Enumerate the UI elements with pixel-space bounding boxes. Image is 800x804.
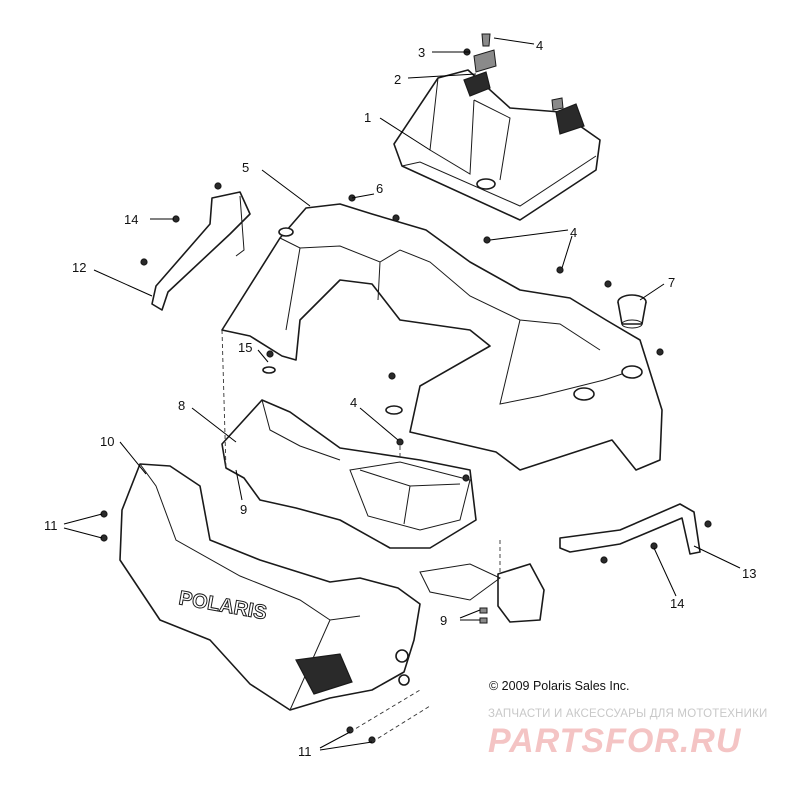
side-panel-right — [419, 563, 545, 623]
callout-12: 12 — [72, 260, 86, 275]
callout-9-left: 9 — [240, 502, 247, 517]
leader-lines — [63, 37, 741, 751]
callout-14-left: 14 — [124, 212, 138, 227]
callout-6: 6 — [376, 181, 383, 196]
floor-storage-panel — [221, 399, 477, 549]
callout-8: 8 — [178, 398, 185, 413]
callout-1: 1 — [364, 110, 371, 125]
upper-body-panel — [221, 203, 663, 471]
front-fascia: POLARIS — [119, 463, 421, 711]
callout-2: 2 — [394, 72, 401, 87]
callout-4-center: 4 — [350, 395, 357, 410]
callout-15: 15 — [238, 340, 252, 355]
cup-holder — [617, 294, 647, 329]
copyright-notice: © 2009 Polaris Sales Inc. — [489, 679, 630, 693]
callout-11-left: 11 — [44, 518, 58, 533]
watermark-logo: PARTSFOR.RU — [488, 722, 742, 760]
side-bracket-left — [151, 191, 251, 311]
callout-5: 5 — [242, 160, 249, 175]
callout-3: 3 — [418, 45, 425, 60]
alignment-lines — [221, 329, 501, 743]
watermark-tagline: ЗАПЧАСТИ И АКСЕССУАРЫ ДЛЯ МОТОТЕХНИКИ — [488, 708, 768, 720]
callout-13: 13 — [742, 566, 756, 581]
callout-10: 10 — [100, 434, 114, 449]
callout-9-right: 9 — [440, 613, 447, 628]
hinge-hardware — [463, 33, 564, 111]
side-bracket-right — [559, 503, 701, 555]
callout-11-bottom: 11 — [298, 744, 312, 759]
hood-panel — [393, 69, 601, 221]
callout-4-mid: 4 — [570, 225, 577, 240]
callout-labels: 1 2 3 4 4 4 5 6 7 8 9 9 10 11 11 12 13 1… — [44, 38, 756, 759]
callout-7: 7 — [668, 275, 675, 290]
callout-14-right: 14 — [670, 596, 684, 611]
callout-4-top: 4 — [536, 38, 543, 53]
